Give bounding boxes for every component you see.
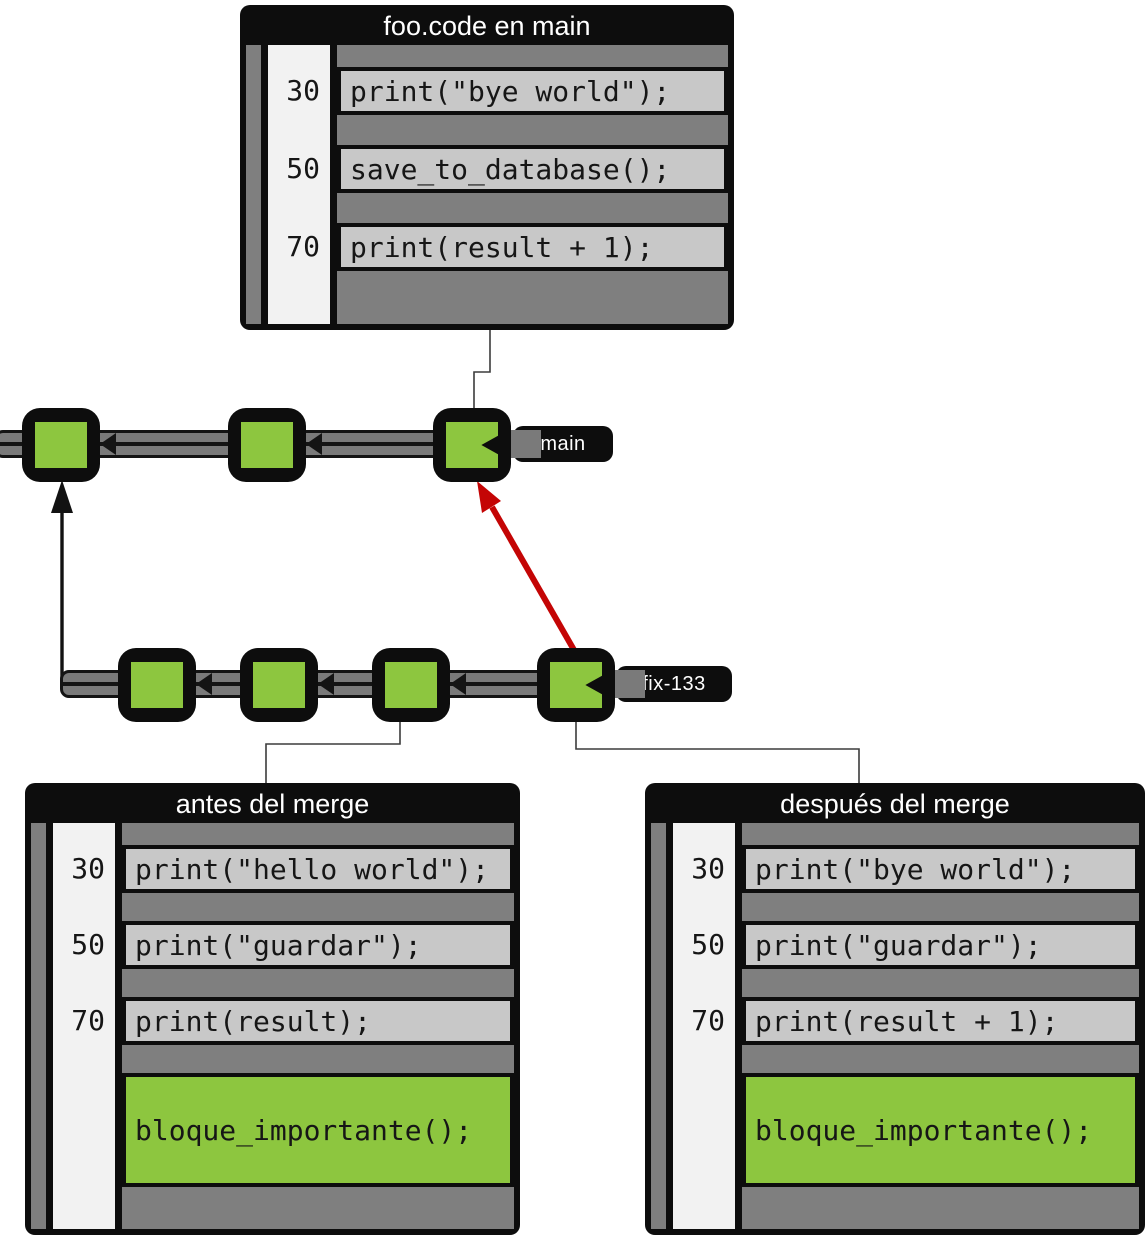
scrollbar-stripe — [31, 823, 46, 1229]
code-line: print("bye world"); — [742, 845, 1139, 893]
track-segment — [94, 430, 234, 458]
code-line: print(result + 1); — [337, 223, 728, 271]
commit-node-fix-3 — [372, 648, 450, 722]
code-line: save_to_database(); — [337, 145, 728, 193]
commit-node-main-head — [433, 408, 511, 482]
scrollbar-stripe — [246, 45, 261, 324]
commit-node-fix-head — [537, 648, 615, 722]
merge-arrowhead-icon — [477, 481, 501, 513]
scrollbar-stripe — [651, 823, 666, 1229]
connector-line-commit-to-before-block — [265, 718, 401, 783]
code-area: print("hello world"); print("guardar"); … — [122, 823, 514, 1229]
file-view-after-merge: después del merge 30 50 70 print("bye wo… — [645, 783, 1145, 1235]
commit-node-main-2 — [228, 408, 306, 482]
line-number-gutter: 30 50 70 — [268, 45, 330, 324]
highlighted-code-line: bloque_importante(); — [122, 1073, 514, 1187]
line-number: 30 — [71, 852, 105, 885]
code-line: print("bye world"); — [337, 67, 728, 115]
line-number-gutter: 30 50 70 — [673, 823, 735, 1229]
branch-point-arrow-line — [60, 512, 66, 688]
line-number: 50 — [71, 928, 105, 961]
track-stub — [60, 670, 126, 698]
file-view-after-title: después del merge — [780, 789, 1010, 819]
code-line: print(result); — [122, 997, 514, 1045]
file-view-main-body: 30 50 70 print("bye world"); save_to_dat… — [246, 45, 728, 324]
line-number: 50 — [286, 152, 320, 185]
file-view-main: foo.code en main 30 50 70 print("bye wor… — [240, 5, 734, 330]
track-segment — [312, 670, 378, 698]
code-line: print("guardar"); — [122, 921, 514, 969]
label-connector — [505, 430, 541, 458]
line-number: 30 — [691, 852, 725, 885]
file-view-after-body: 30 50 70 print("bye world"); print("guar… — [651, 823, 1139, 1229]
code-area: print("bye world"); save_to_database(); … — [337, 45, 728, 324]
line-number: 70 — [286, 230, 320, 263]
track-segment — [300, 430, 439, 458]
branch-point-arrowhead-icon — [51, 480, 73, 513]
highlighted-code-line: bloque_importante(); — [742, 1073, 1139, 1187]
label-connector — [609, 670, 645, 698]
file-view-before-title: antes del merge — [175, 789, 370, 819]
line-number: 70 — [691, 1004, 725, 1037]
connector-line-commit-to-after-block — [575, 718, 860, 783]
line-number: 70 — [71, 1004, 105, 1037]
line-number-gutter: 30 50 70 — [53, 823, 115, 1229]
file-view-before-body: 30 50 70 print("hello world"); print("gu… — [31, 823, 514, 1229]
connector-line-mainfile-to-commit — [473, 330, 491, 408]
commit-node-fix-1 — [118, 648, 196, 722]
file-view-before-merge: antes del merge 30 50 70 print("hello wo… — [25, 783, 520, 1235]
commit-node-fix-2 — [240, 648, 318, 722]
track-segment — [190, 670, 246, 698]
merge-arrow-line — [489, 505, 581, 659]
code-line: print(result + 1); — [742, 997, 1139, 1045]
code-area: print("bye world"); print("guardar"); pr… — [742, 823, 1139, 1229]
track-segment — [444, 670, 543, 698]
file-view-main-title: foo.code en main — [383, 11, 591, 41]
code-line: print("guardar"); — [742, 921, 1139, 969]
line-number: 50 — [691, 928, 725, 961]
line-number: 30 — [286, 74, 320, 107]
code-line: print("hello world"); — [122, 845, 514, 893]
commit-node-main-1 — [22, 408, 100, 482]
